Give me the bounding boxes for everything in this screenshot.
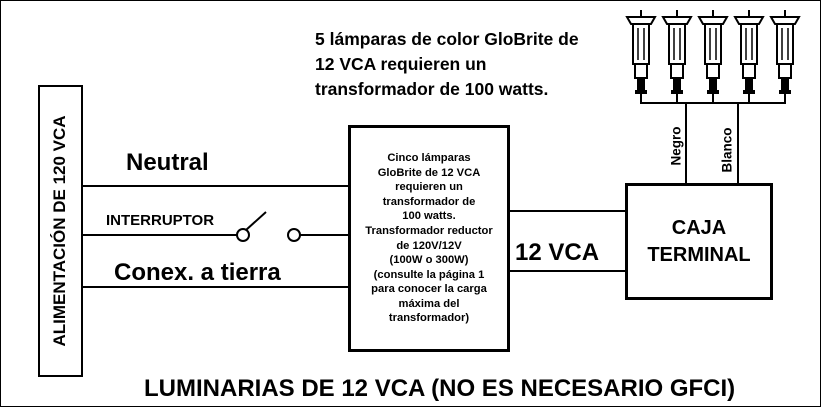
junction-box-label-1: CAJA bbox=[671, 216, 727, 239]
output-voltage-label: 12 VCA bbox=[515, 239, 600, 266]
transformer-box: Cinco lámparas GloBrite de 12 VCA requie… bbox=[348, 125, 510, 352]
switch-label: INTERRUPTOR bbox=[106, 212, 215, 229]
lamp-fixture bbox=[697, 10, 729, 103]
switch-symbol bbox=[236, 211, 301, 242]
black-wire-label: Negro bbox=[668, 126, 684, 166]
lamp-note-line-2: 12 VCA requieren un bbox=[315, 54, 487, 74]
lamp-group bbox=[625, 10, 801, 103]
junction-box: CAJA TERMINAL bbox=[625, 183, 773, 300]
lamp-note-line-3: transformador de 100 watts. bbox=[315, 79, 549, 99]
lamp-fixture bbox=[733, 10, 765, 103]
diagram-title: LUMINARIAS DE 12 VCA (NO ES NECESARIO GF… bbox=[144, 375, 736, 402]
lamp-fixture bbox=[661, 10, 693, 103]
lamp-note-line-1: 5 lámparas de color GloBrite de bbox=[315, 29, 579, 49]
lamp-fixture bbox=[769, 10, 801, 103]
ground-label: Conex. a tierra bbox=[114, 259, 281, 286]
power-supply-box bbox=[38, 85, 83, 377]
neutral-label: Neutral bbox=[126, 149, 209, 176]
lamp-fixture bbox=[625, 10, 657, 103]
power-supply-label: ALIMENTACIÓN DE 120 VCA bbox=[50, 115, 69, 347]
white-wire-label: Blanco bbox=[719, 127, 735, 173]
junction-box-label-2: TERMINAL bbox=[647, 243, 751, 266]
transformer-description: Cinco lámparas GloBrite de 12 VCA requie… bbox=[365, 151, 493, 325]
